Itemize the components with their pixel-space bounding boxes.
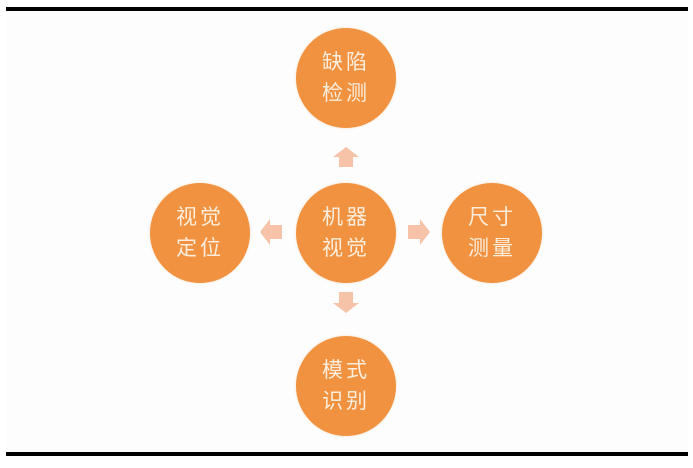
node-label-line1: 缺陷	[322, 50, 370, 74]
node-dimension-measurement: 尺寸 测量	[442, 183, 542, 283]
node-defect-detection: 缺陷 检测	[296, 28, 396, 128]
node-label-line2: 识别	[322, 389, 370, 413]
top-rule	[6, 7, 688, 11]
node-label-line2: 视觉	[322, 236, 370, 260]
node-label-line1: 尺寸	[468, 205, 516, 229]
arrow-right-icon	[408, 219, 430, 245]
node-label-line1: 视觉	[176, 205, 224, 229]
node-machine-vision: 机器 视觉	[296, 183, 396, 283]
node-visual-positioning: 视觉 定位	[150, 183, 250, 283]
arrow-down-icon	[333, 292, 359, 313]
node-label-line1: 模式	[322, 358, 370, 382]
node-label-line2: 定位	[176, 236, 224, 260]
node-pattern-recognition: 模式 识别	[296, 336, 396, 436]
node-label-line2: 测量	[468, 236, 516, 260]
bottom-rule	[6, 452, 688, 456]
arrow-left-icon	[260, 219, 282, 245]
node-label-line1: 机器	[322, 205, 370, 229]
node-label-line2: 检测	[322, 81, 370, 105]
arrow-up-icon	[333, 147, 359, 167]
